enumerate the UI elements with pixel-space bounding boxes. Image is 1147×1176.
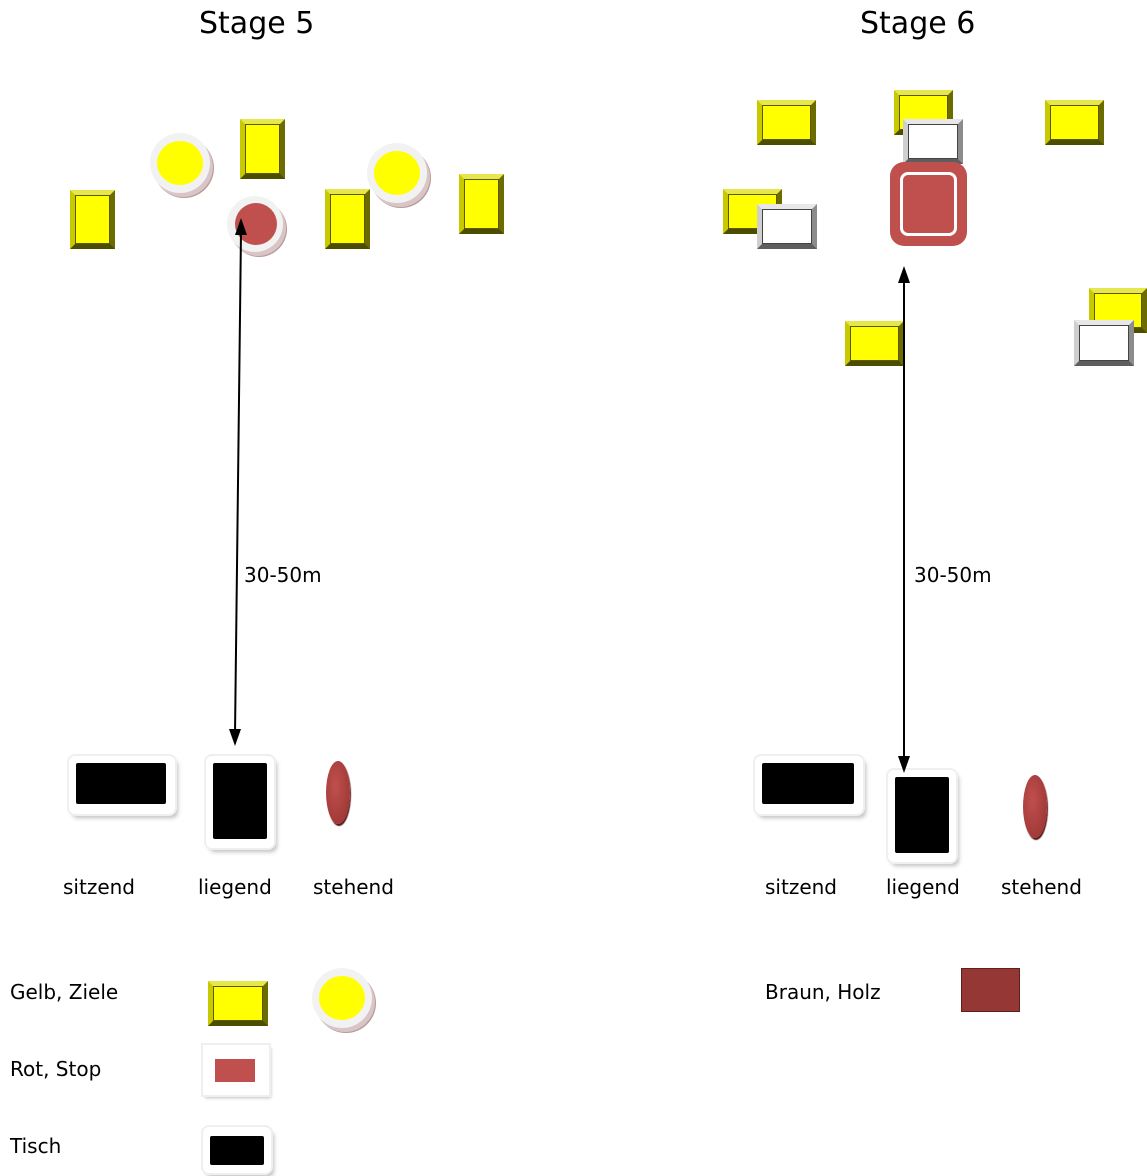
arrow-head-up [235, 218, 247, 235]
label-prone: liegend [198, 875, 272, 899]
legend-red-label: Rot, Stop [10, 1057, 102, 1081]
yellow-target [757, 100, 816, 145]
yellow-target [240, 119, 285, 179]
label-sitting: sitzend [765, 875, 837, 899]
label-prone: liegend [886, 875, 960, 899]
yellow-plate [150, 133, 210, 193]
red-stop-plate [227, 196, 283, 252]
legend-yellow-plate-icon [312, 968, 372, 1028]
legend-table-icon [203, 1127, 271, 1173]
arrow-head-down [229, 729, 241, 746]
stage5-distance-label: 30-50m [244, 563, 322, 587]
legend-table-label: Tisch [10, 1134, 62, 1158]
legend-yellow-label: Gelb, Ziele [10, 980, 119, 1004]
legend-yellow-target-icon [208, 981, 268, 1026]
yellow-plate [367, 143, 427, 203]
stage6-distance-label: 30-50m [914, 563, 992, 587]
red-stop-target [890, 162, 967, 246]
yellow-target [1045, 100, 1104, 145]
standing-position [1023, 775, 1047, 838]
label-standing: stehend [1001, 875, 1082, 899]
arrow-head-down [898, 756, 910, 773]
white-no-shoot-target [757, 204, 817, 249]
legend-brown-wood-icon [961, 968, 1020, 1012]
stage5-distance-arrow [234, 231, 242, 735]
standing-position [326, 761, 350, 824]
table-prone [888, 770, 956, 862]
label-sitting: sitzend [63, 875, 135, 899]
stage6-title: Stage 6 [860, 6, 976, 41]
label-standing: stehend [313, 875, 394, 899]
yellow-target [845, 321, 904, 366]
yellow-target [325, 189, 370, 249]
table-sitting [69, 756, 175, 814]
yellow-target [70, 190, 115, 249]
white-no-shoot-target [903, 119, 963, 164]
arrow-head-up [898, 266, 910, 283]
yellow-target [459, 174, 504, 234]
legend-brown-label: Braun, Holz [765, 980, 881, 1004]
table-prone [206, 756, 274, 848]
legend-red-stop-icon [203, 1045, 269, 1095]
white-no-shoot-target [1074, 320, 1134, 366]
table-sitting [755, 756, 863, 814]
stage5-title: Stage 5 [199, 6, 315, 41]
